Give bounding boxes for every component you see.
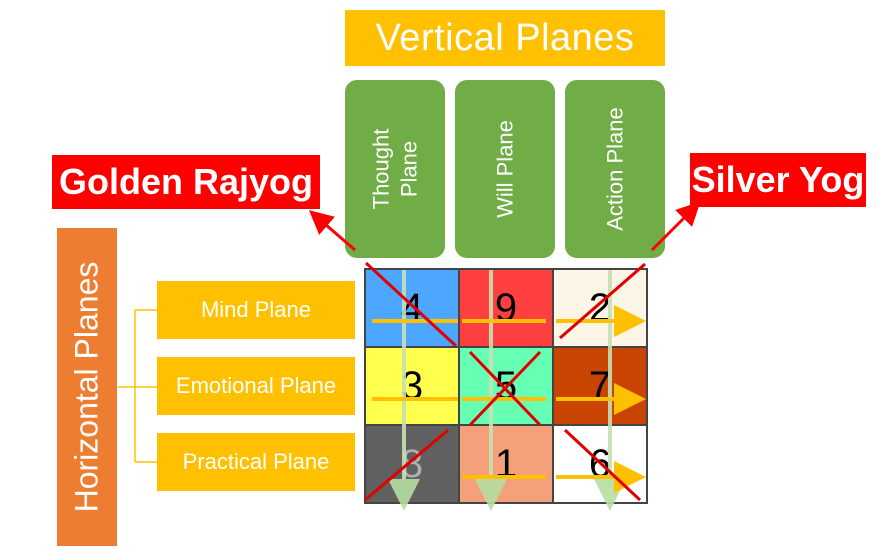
thought-plane-box: Thought Plane — [345, 80, 445, 258]
grid-cell: 3 — [365, 347, 459, 425]
horizontal-planes-box: Horizontal Planes — [57, 228, 117, 546]
diagonal-arrow — [308, 201, 701, 252]
grid-cell: 9 — [459, 269, 553, 347]
silver-yog-label: Silver Yog — [690, 153, 866, 207]
emotional-plane-box: Emotional Plane — [157, 357, 355, 415]
practical-plane-label: Practical Plane — [182, 449, 330, 474]
mind-plane-label: Mind Plane — [200, 297, 312, 322]
mind-plane-box: Mind Plane — [157, 281, 355, 339]
red-cross — [364, 261, 646, 502]
will-plane-box: Will Plane — [455, 80, 555, 258]
horizontal-arrow — [372, 305, 646, 493]
practical-plane-box: Practical Plane — [157, 433, 355, 491]
vertical-planes-title: Vertical Planes — [345, 10, 665, 66]
vertical-arrow — [388, 270, 626, 511]
emotional-plane-label: Emotional Plane — [175, 373, 337, 398]
golden-rajyog-label: Golden Rajyog — [52, 155, 320, 209]
action-plane-box: Action Plane — [565, 80, 665, 258]
lo-shu-grid: 4 9 2 3 5 7 8 1 6 — [364, 268, 648, 504]
